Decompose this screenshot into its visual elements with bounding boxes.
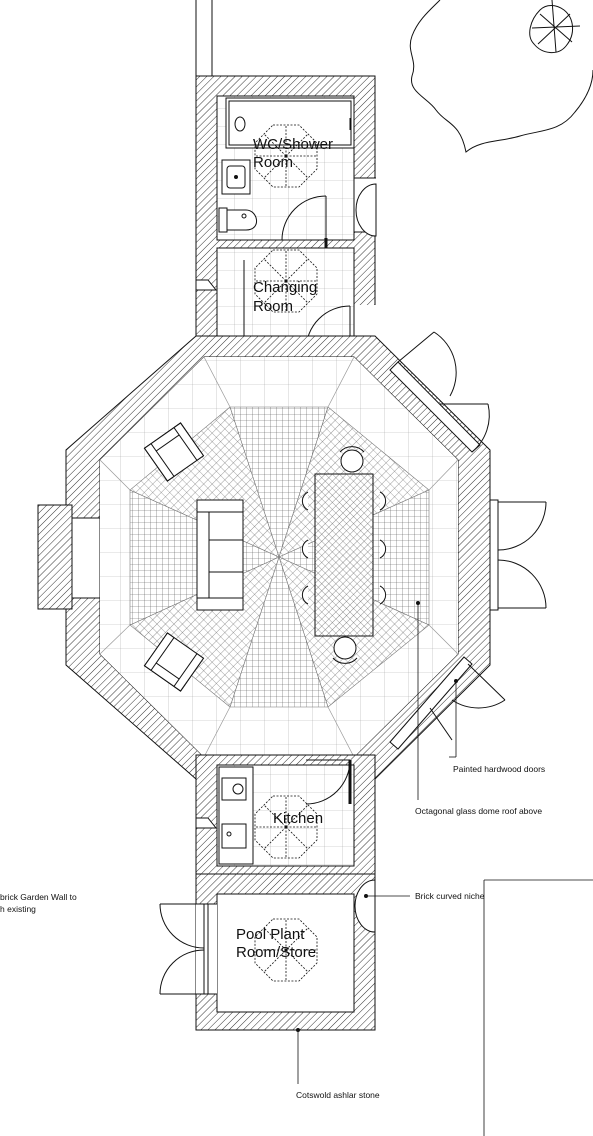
note-hardwood-doors: Painted hardwood doors <box>453 764 545 774</box>
wc-toilet <box>218 207 257 233</box>
changing-label: Changing <box>253 279 317 296</box>
wc-shower-label: WC/Shower <box>253 136 333 153</box>
note-garden-wall-2: h existing <box>0 904 36 914</box>
sofa <box>196 499 244 611</box>
ceiling-lights <box>254 124 318 982</box>
note-glass-dome: Octagonal glass dome roof above <box>415 806 542 816</box>
pool-plant-label-line2: Room/Store <box>236 944 316 961</box>
plant-room-niche <box>354 879 376 933</box>
note-brick-niche: Brick curved niche <box>415 891 485 901</box>
armchair-north <box>143 422 205 482</box>
wc-internal-door <box>281 195 328 248</box>
kitchen-vent <box>195 817 218 829</box>
octagon-doors <box>389 331 547 750</box>
wc-basin <box>221 159 251 195</box>
plant-room-doors <box>159 903 209 995</box>
note-ashlar-stone: Cotswold ashlar stone <box>296 1090 380 1100</box>
tree-canopy <box>409 0 593 153</box>
dining-table <box>314 473 374 637</box>
kitchen-fittings <box>218 759 352 865</box>
wc-niche <box>355 183 377 237</box>
changing-floor <box>216 247 355 349</box>
note-garden-wall-1: brick Garden Wall to <box>0 892 77 902</box>
shower-tray <box>225 97 355 149</box>
annotation-dots <box>296 601 458 1032</box>
garden-wall-top <box>195 0 213 76</box>
octagon-floor <box>100 357 458 757</box>
armchair-south <box>143 632 205 692</box>
plant-wing-walls <box>195 873 376 1031</box>
changing-vent <box>195 279 218 291</box>
kitchen-label: Kitchen <box>273 810 323 827</box>
changing-label-line2: Room <box>253 298 293 315</box>
pool-plant-label: Pool Plant <box>236 926 305 943</box>
dining-chairs <box>301 446 387 664</box>
annotation-leaders <box>297 603 593 1136</box>
wc-shower-label-line2: Room <box>253 154 293 171</box>
